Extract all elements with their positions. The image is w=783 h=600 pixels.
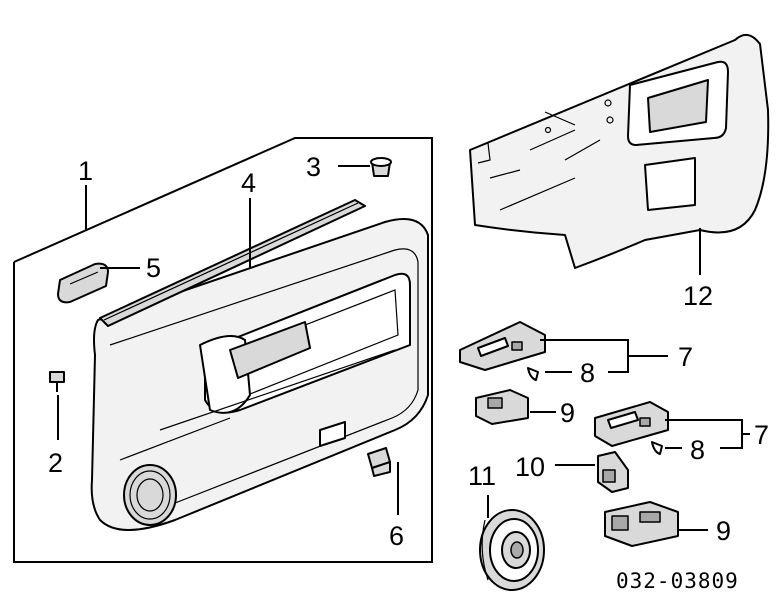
door-lining-panel bbox=[90, 218, 429, 531]
plastic-cover-sheet bbox=[469, 33, 770, 269]
door-speaker bbox=[479, 509, 545, 591]
switch-unit-10 bbox=[597, 451, 629, 493]
callout-2: 2 bbox=[48, 448, 63, 478]
switch-clip-lower bbox=[651, 441, 663, 455]
leader-lines bbox=[57, 165, 750, 531]
window-weatherstrip bbox=[99, 199, 366, 327]
window-switch-lower bbox=[594, 401, 669, 447]
callout-6: 6 bbox=[389, 521, 404, 551]
window-switch-upper bbox=[459, 321, 546, 371]
callout-10: 10 bbox=[515, 452, 545, 482]
handle-bezel bbox=[57, 262, 109, 304]
callout-3: 3 bbox=[306, 152, 321, 182]
callout-4: 4 bbox=[241, 168, 256, 198]
callout-8-upper: 8 bbox=[580, 358, 595, 388]
grommet bbox=[370, 157, 392, 177]
clip bbox=[367, 447, 391, 477]
clip-screw bbox=[49, 371, 65, 392]
switch-clip-upper bbox=[527, 367, 539, 381]
callout-labels: 1 2 3 4 5 6 7 7 8 8 9 9 10 11 12 bbox=[48, 152, 769, 551]
callout-8-lower: 8 bbox=[690, 435, 705, 465]
callout-1: 1 bbox=[78, 156, 93, 186]
callout-9-upper: 9 bbox=[560, 398, 575, 428]
callout-12: 12 bbox=[683, 281, 713, 311]
callout-9-lower: 9 bbox=[716, 516, 731, 546]
callout-7-lower: 7 bbox=[754, 420, 769, 450]
callout-11: 11 bbox=[468, 461, 496, 491]
switch-unit-lower bbox=[604, 501, 679, 547]
switch-unit-upper bbox=[475, 389, 529, 425]
diagram-part-code: 032-03809 bbox=[616, 569, 739, 593]
callout-7-upper: 7 bbox=[678, 342, 693, 372]
assembly-frame bbox=[13, 137, 433, 563]
callout-5: 5 bbox=[146, 253, 161, 283]
